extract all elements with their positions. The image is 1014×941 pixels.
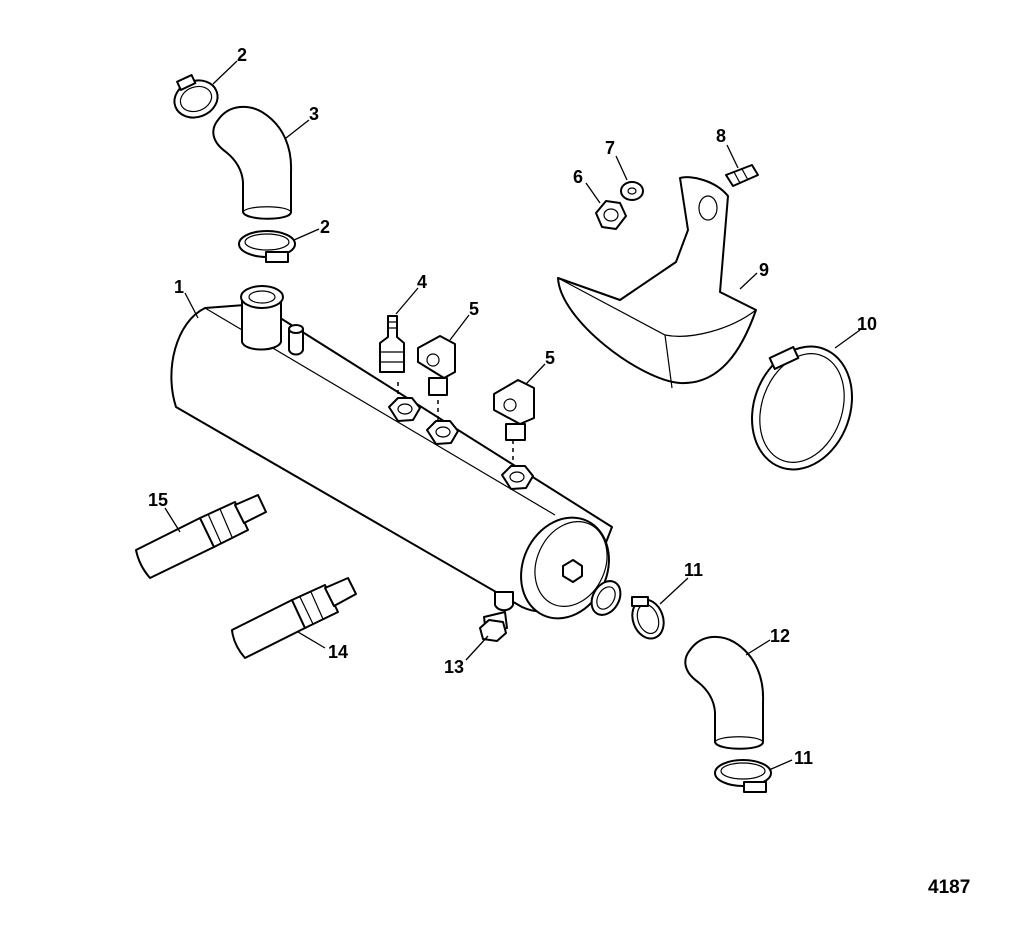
callout-7: 7 <box>605 138 615 158</box>
drain-plug <box>479 611 508 642</box>
hose-clamp-upper <box>173 73 219 119</box>
heat-exchanger-body <box>170 285 622 620</box>
stud <box>725 164 759 187</box>
band-clamp <box>751 345 853 471</box>
callout-11a: 11 <box>684 560 703 580</box>
mounting-bracket <box>557 176 757 389</box>
callout-12: 12 <box>770 626 790 646</box>
barbed-fitting <box>379 315 405 373</box>
hose-fitting-14 <box>231 577 357 659</box>
elbow-hose-upper <box>212 105 293 220</box>
callouts: 1 2 2 3 4 5 5 6 7 8 9 10 11 11 12 13 14 … <box>148 45 877 768</box>
leader-lines <box>164 60 861 771</box>
callout-5b: 5 <box>545 348 555 368</box>
hose-clamp-end <box>631 596 665 640</box>
callout-14: 14 <box>328 642 348 662</box>
callout-13: 13 <box>444 657 464 677</box>
callout-10: 10 <box>857 314 877 334</box>
callout-9: 9 <box>759 260 769 280</box>
callout-6: 6 <box>573 167 583 187</box>
callout-5a: 5 <box>469 299 479 319</box>
elbow-fitting-b <box>493 379 535 441</box>
callout-1: 1 <box>174 277 184 297</box>
callout-2a: 2 <box>237 45 247 65</box>
callout-2b: 2 <box>320 217 330 237</box>
flat-washer <box>620 181 644 201</box>
elbow-hose-lower <box>684 635 765 750</box>
hose-clamp-bottom <box>714 759 772 793</box>
callout-8: 8 <box>716 126 726 146</box>
lock-nut <box>595 200 627 230</box>
callout-15: 15 <box>148 490 168 510</box>
hose-clamp-lower <box>238 230 296 263</box>
callout-4: 4 <box>417 272 427 292</box>
figure-number: 4187 <box>928 877 970 898</box>
elbow-fitting-a <box>417 335 456 396</box>
callout-11b: 11 <box>794 748 813 768</box>
callout-3: 3 <box>309 104 319 124</box>
hose-fitting-15 <box>135 494 267 579</box>
